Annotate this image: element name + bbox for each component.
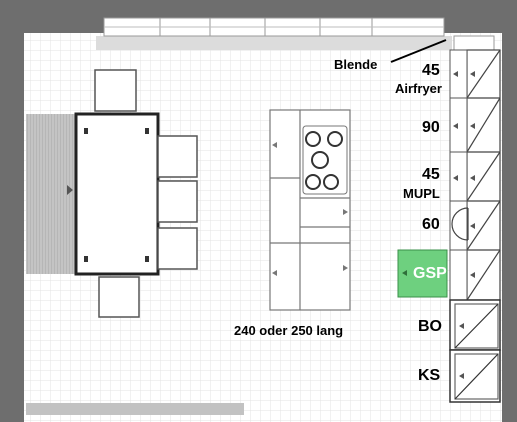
kitchen-island xyxy=(269,109,351,311)
airfryer-width-label: 45 xyxy=(422,62,440,79)
bottom-wall-piece xyxy=(26,403,244,415)
right-window-sill xyxy=(453,35,495,51)
island-length-note: 240 oder 250 lang xyxy=(234,323,344,338)
door-swing-arc xyxy=(451,207,469,241)
gsp-label: GSP xyxy=(413,265,447,282)
island-door-arrows xyxy=(272,142,348,276)
tall-cabinet-front xyxy=(449,49,468,301)
airfryer-label: Airfryer xyxy=(395,81,442,96)
lower-appliances xyxy=(449,299,501,403)
mupl-label: MUPL xyxy=(403,186,440,201)
ks-label: KS xyxy=(418,367,441,384)
appliance-diagonal-icon xyxy=(454,303,499,400)
window-top xyxy=(96,17,452,50)
rug xyxy=(26,114,78,274)
dining-chairs xyxy=(94,69,198,318)
tall-cabinet-column xyxy=(466,49,501,301)
right-wall xyxy=(502,33,517,422)
mupl-width-label: 45 xyxy=(422,166,440,183)
gsp-arrow-icon xyxy=(402,270,407,276)
blende-label: Blende xyxy=(334,57,378,72)
bo-label: BO xyxy=(418,318,442,335)
door-arrow-icon xyxy=(67,185,73,195)
blende-pointer xyxy=(390,39,447,63)
cabinet-90-label: 90 xyxy=(422,119,440,136)
cabinet-60-label: 60 xyxy=(422,216,440,233)
dining-table xyxy=(74,112,160,276)
cooktop xyxy=(302,125,348,195)
cabinet-door-arrows xyxy=(453,71,475,278)
